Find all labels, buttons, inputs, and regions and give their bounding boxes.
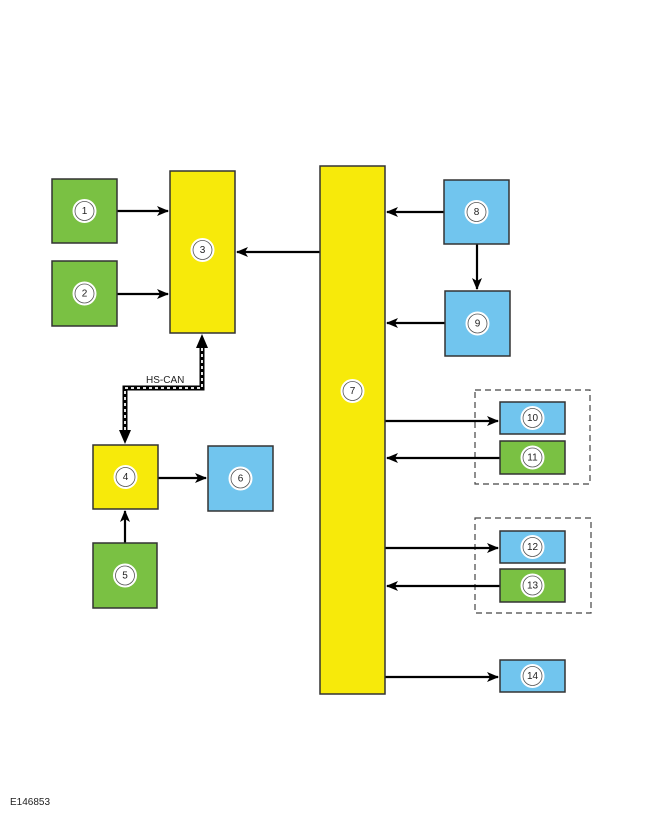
bus-arrowhead-down: [119, 430, 131, 444]
callout-circle: [522, 447, 543, 468]
callout-circle: [467, 313, 488, 334]
callout-number: 10: [527, 413, 539, 424]
component-5: 5: [92, 542, 158, 609]
callout-number: 9: [475, 319, 481, 330]
component-2: 2: [51, 260, 118, 327]
component-10: 10: [499, 401, 566, 435]
callout-number: 7: [350, 386, 356, 397]
component-14: 14: [499, 659, 566, 693]
connections: [117, 206, 500, 682]
callout-circle: [522, 537, 543, 557]
callout-number: 3: [200, 245, 206, 256]
callout-circle: [522, 575, 543, 596]
callout-circle: [522, 408, 543, 428]
component-4: 4: [92, 444, 159, 510]
group-12-13: [474, 517, 592, 614]
callout-circle: [192, 240, 213, 260]
hs-can-label: HS-CAN: [146, 375, 184, 386]
component-7: 7: [319, 165, 386, 695]
callout-circle: [74, 201, 95, 221]
callout-number: 5: [122, 571, 128, 582]
component-6: 6: [207, 445, 274, 512]
component-9: 9: [444, 290, 511, 357]
callout-circle: [522, 666, 543, 686]
callout-number: 12: [527, 542, 539, 553]
component-1: 1: [51, 178, 118, 244]
component-8: 8: [443, 179, 510, 245]
callout-number: 4: [123, 472, 129, 483]
component-12: 12: [499, 530, 566, 564]
figure-id: E146853: [10, 797, 51, 808]
callout-number: 13: [527, 581, 539, 592]
callout-circle: [466, 202, 487, 222]
component-13: 13: [499, 568, 566, 603]
callout-number: 11: [527, 453, 538, 464]
component-3: 3: [169, 170, 236, 334]
box-7: [319, 165, 386, 695]
callout-circle: [342, 381, 363, 401]
callout-number: 1: [82, 206, 88, 217]
component-11: 11: [499, 440, 566, 475]
group-10-11: [474, 389, 591, 485]
callout-number: 8: [474, 207, 480, 218]
callout-circle: [74, 283, 95, 304]
bus-arrowhead-up: [196, 334, 208, 348]
callout-number: 6: [238, 474, 244, 485]
box-6: [207, 445, 274, 512]
hs-can-bus: HS-CAN: [119, 334, 208, 444]
callout-circle: [115, 565, 135, 586]
callout-circle: [230, 468, 251, 489]
callout-circle: [115, 467, 136, 487]
callout-number: 2: [82, 289, 88, 300]
callout-number: 14: [527, 671, 539, 682]
